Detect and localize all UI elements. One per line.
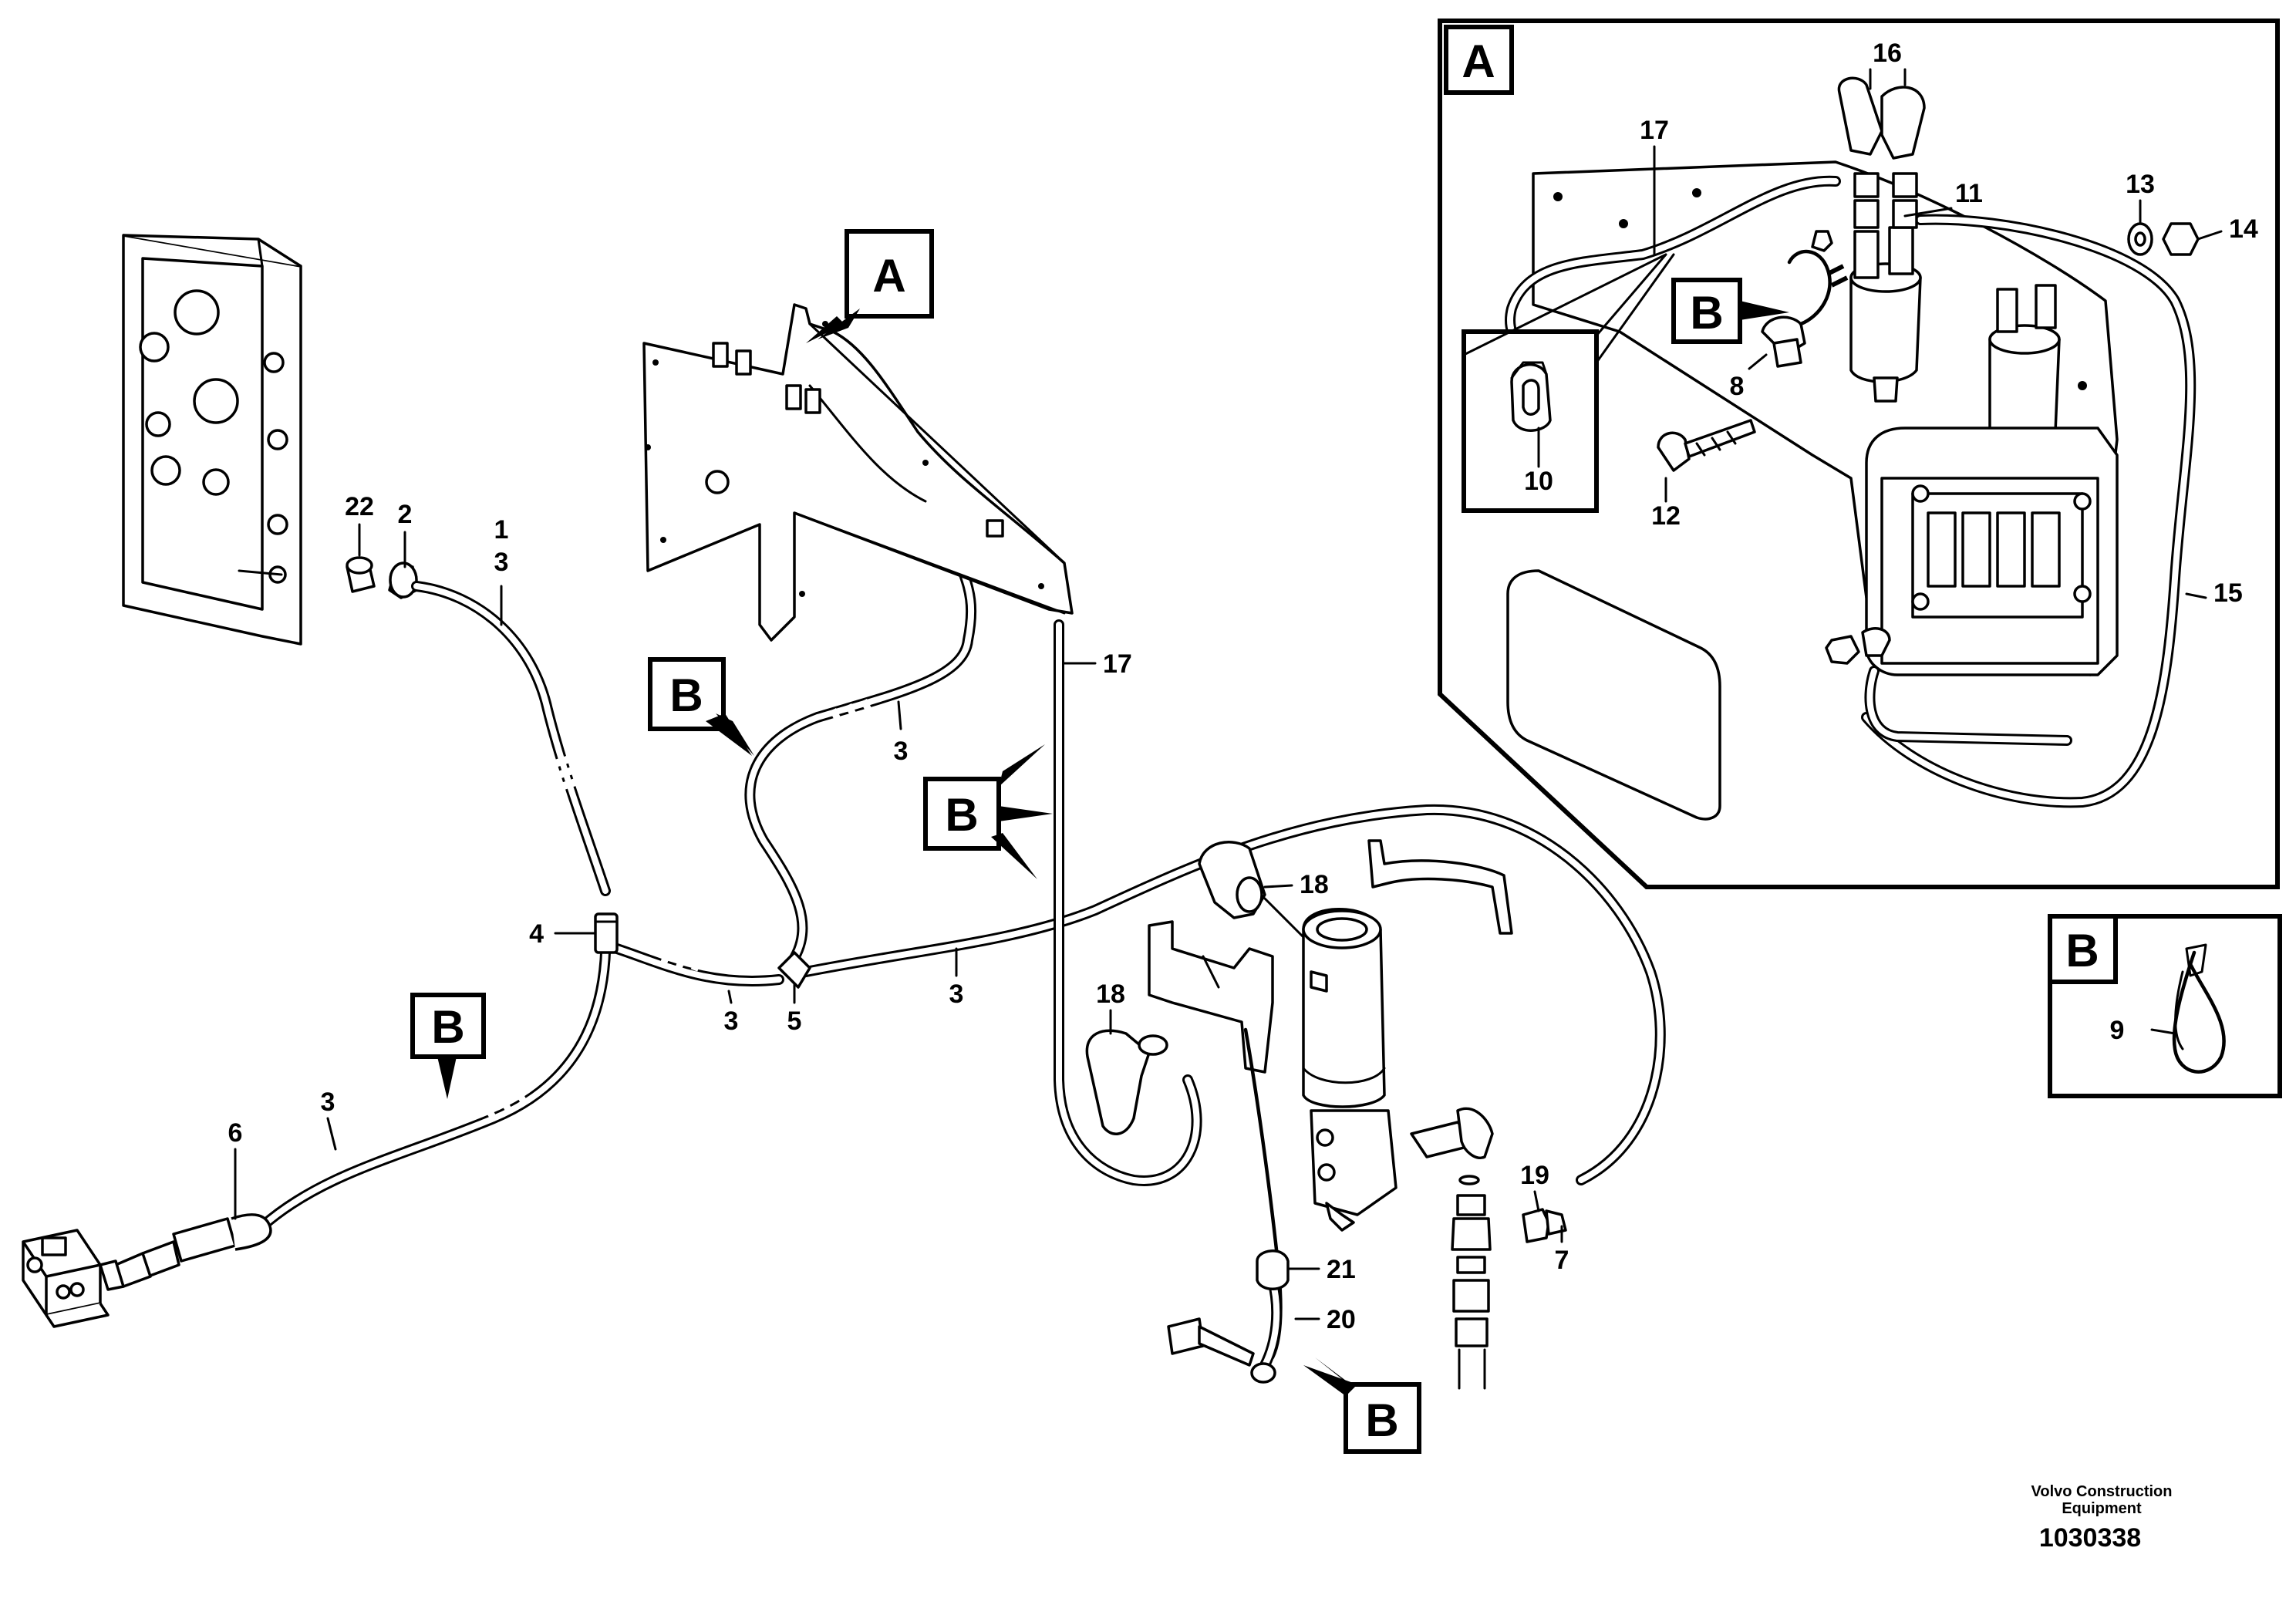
rubber-boot-18-lower <box>1085 1029 1168 1135</box>
callout-8: 8 <box>1730 372 1745 401</box>
callout-5: 5 <box>787 1007 802 1036</box>
letter-b-inset: B <box>1690 287 1723 339</box>
callout-12: 12 <box>1651 501 1681 531</box>
company-name-line1: Volvo Construction <box>2031 1483 2173 1500</box>
callout-19: 19 <box>1520 1161 1549 1190</box>
pointer-a-main <box>806 229 934 343</box>
letter-b-bottom: B <box>1365 1394 1398 1446</box>
callout-11: 11 <box>1955 179 1983 208</box>
callout-3: 3 <box>494 548 509 577</box>
letter-b-mid: B <box>945 789 978 841</box>
callout-3-c: 3 <box>894 737 909 766</box>
letter-a-main: A <box>872 250 905 302</box>
detail-letters: A B B B B A B B <box>431 35 2099 1446</box>
callout-22: 22 <box>345 492 374 521</box>
callout-3-e: 3 <box>321 1088 335 1117</box>
mounting-plate <box>122 234 302 646</box>
connector-nut-22 <box>346 556 376 593</box>
detail-a-inset <box>1438 19 2280 889</box>
callout-20: 20 <box>1327 1305 1356 1334</box>
drawing-number: 1030338 <box>2039 1523 2141 1553</box>
callout-10: 10 <box>1524 467 1553 496</box>
callout-18-lower: 18 <box>1096 980 1125 1009</box>
callout-3-b: 3 <box>724 1007 739 1036</box>
bolt-20 <box>1167 1317 1255 1367</box>
callout-14: 14 <box>2229 214 2258 244</box>
rubber-boot-18-upper <box>1198 841 1305 973</box>
callout-labels: 1 3 22 2 4 3 3 5 3 3 6 17 18 18 19 7 21 … <box>228 39 2258 1334</box>
letter-a-inset: A <box>1462 35 1495 87</box>
callout-1: 1 <box>494 515 509 545</box>
callout-15: 15 <box>2213 578 2243 608</box>
ground-cable-20 <box>1243 1027 1290 1384</box>
connector-nut-2 <box>388 561 418 599</box>
callout-3-d: 3 <box>949 980 964 1009</box>
cable-harness <box>257 558 1666 1232</box>
letter-box-b-small <box>2048 914 2118 984</box>
junction-5 <box>777 951 811 989</box>
bracket-a <box>642 303 1074 642</box>
letter-b-small: B <box>2065 925 2099 976</box>
callout-2: 2 <box>398 500 413 529</box>
t-piece-4 <box>594 912 619 954</box>
letter-box-a-inset <box>1444 25 1514 95</box>
callout-17: 17 <box>1103 649 1132 679</box>
letter-b-lower: B <box>431 1001 464 1053</box>
letter-b-left: B <box>669 669 703 721</box>
callout-16: 16 <box>1873 39 1902 68</box>
pointer-b-left <box>648 657 754 756</box>
callout-13: 13 <box>2126 170 2155 199</box>
pointer-b-bottom <box>1303 1357 1421 1454</box>
leader-lines <box>234 68 2223 1320</box>
pointer-b-inset <box>1671 278 1789 344</box>
callout-6: 6 <box>228 1118 243 1148</box>
callout-7: 7 <box>1555 1246 1569 1275</box>
callout-18-upper: 18 <box>1300 870 1329 899</box>
footer: Volvo Construction Equipment 1030338 <box>2031 1483 2173 1553</box>
pressure-sensor-6 <box>22 1213 272 1328</box>
hydraulic-fitting <box>1410 1107 1567 1390</box>
callout-9: 9 <box>2110 1016 2125 1045</box>
callout-4: 4 <box>529 919 544 949</box>
detail-a-sub-box-10 <box>1462 253 1675 513</box>
callout-21: 21 <box>1327 1255 1356 1284</box>
callout-17-inset: 17 <box>1640 116 1669 145</box>
pointer-b-lower <box>410 993 486 1099</box>
solenoid-valve <box>1148 839 1513 1232</box>
company-name-line2: Equipment <box>2062 1500 2142 1517</box>
pointer-b-mid <box>923 744 1053 879</box>
